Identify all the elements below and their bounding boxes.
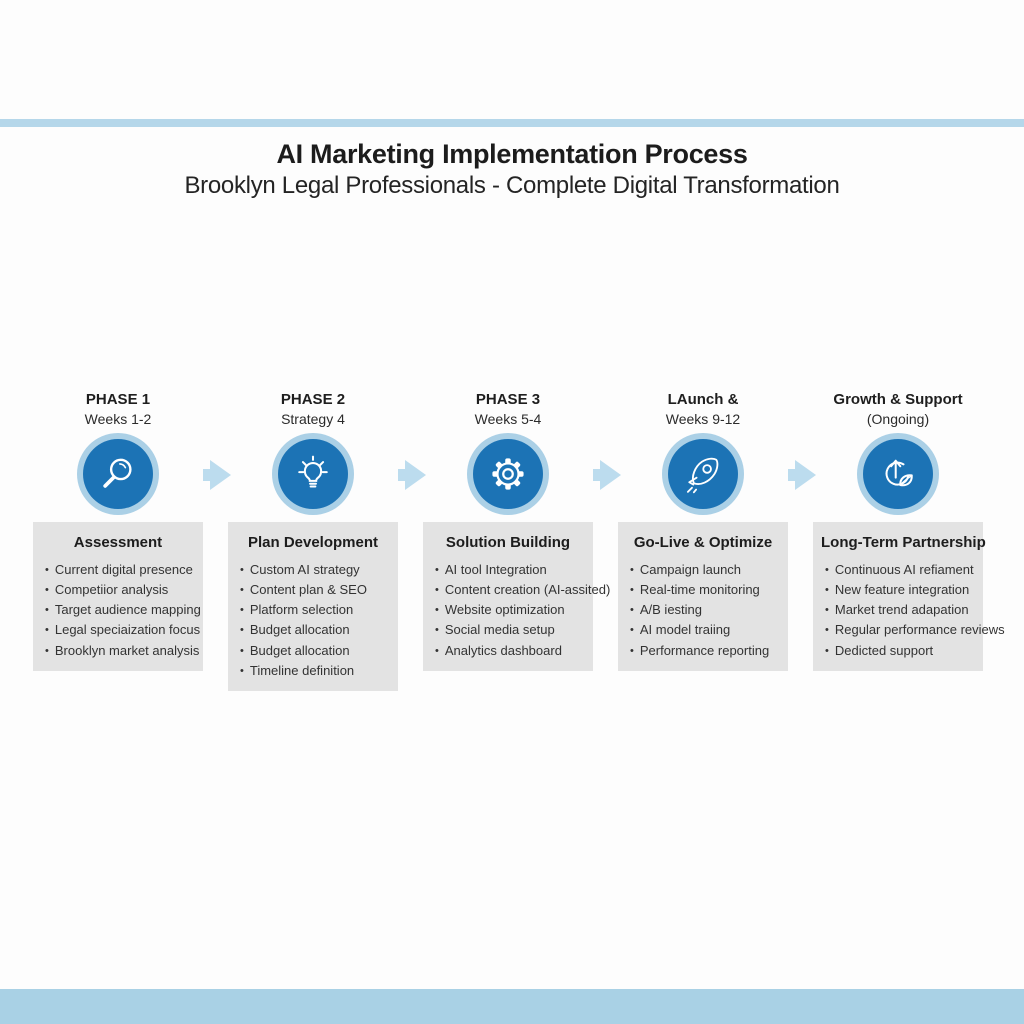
phase-3-weeks: Weeks 5-4 — [474, 411, 542, 428]
phase-2-box: Plan Development Custom AI strategyConte… — [228, 522, 398, 691]
bullet-item: Target audience mapping — [45, 600, 201, 620]
bullet-item: Competiior analysis — [45, 580, 195, 600]
phase-1-header: PHASE 1 Weeks 1-2 — [85, 390, 152, 433]
bullet-item: Legal speciaization focus — [45, 620, 200, 640]
bullet-item: Website optimization — [435, 600, 585, 620]
phase-4-box: Go-Live & Optimize Campaign launchReal-t… — [618, 522, 788, 671]
phase-5-icon-wrap — [816, 433, 980, 515]
bullet-item: Regular performance reviews — [825, 620, 1005, 640]
phase-5-header: Growth & Support (Ongoing) — [833, 390, 962, 433]
page-title: AI Marketing Implementation Process — [276, 139, 748, 169]
phase-4-bullet-list: Campaign launchReal-time monitoringA/B i… — [626, 560, 780, 661]
phase-4-icon-wrap — [621, 433, 785, 515]
phase-column-4: LAunch & Weeks 9-12 Go-Live & Optimize C… — [618, 390, 788, 671]
phase-1-bullet-list: Current digital presenceCompetiior analy… — [41, 560, 201, 661]
flow-arrow-shaft — [398, 469, 407, 481]
phase-column-3: PHASE 3 Weeks 5-4 — [423, 390, 610, 671]
bullet-item: Market trend adapation — [825, 600, 975, 620]
bullet-item: AI tool Integration — [435, 560, 585, 580]
flow-arrow-head — [405, 460, 426, 490]
phase-4-box-title: Go-Live & Optimize — [633, 534, 773, 551]
bullet-item: Campaign launch — [630, 560, 780, 580]
phase-2-name: PHASE 2 — [280, 391, 346, 408]
phase-1-box: Assessment Current digital presenceCompe… — [33, 522, 203, 671]
flow-arrow-head — [210, 460, 231, 490]
phase-2-bullet-list: Custom AI strategyContent plan & SEOPlat… — [236, 560, 390, 681]
bullet-item: Platform selection — [240, 600, 390, 620]
bullet-item: Performance reporting — [630, 641, 780, 661]
phase-3-box-title: Solution Building — [445, 534, 571, 551]
flow-arrow-shaft — [593, 469, 602, 481]
bottom-accent-bar — [0, 989, 1024, 1024]
bullet-item: Continuous AI refiament — [825, 560, 975, 580]
lightbulb-icon — [278, 439, 348, 509]
phase-3-icon-wrap — [426, 433, 590, 515]
gear-icon — [473, 439, 543, 509]
phase-3-name: PHASE 3 — [475, 391, 541, 408]
phase-2-weeks: Strategy 4 — [281, 411, 345, 428]
phase-5-weeks: (Ongoing) — [866, 411, 930, 428]
phase-1-icon-wrap — [36, 433, 200, 515]
bullet-item: Timeline definition — [240, 661, 390, 681]
top-accent-bar — [0, 119, 1024, 127]
phase-5-bullet-list: Continuous AI refiamentNew feature integ… — [821, 560, 1005, 661]
flow-arrow-head — [600, 460, 621, 490]
process-timeline: PHASE 1 Weeks 1-2 Assessment Current dig… — [33, 390, 1005, 691]
phase-column-1: PHASE 1 Weeks 1-2 Assessment Current dig… — [33, 390, 203, 671]
flow-arrow-shaft — [788, 469, 797, 481]
bullet-item: Content creation (AI-assited) — [435, 580, 610, 600]
phase-column-5: Growth & Support (Ongoing) Long-Term Par… — [813, 390, 1005, 671]
bullet-item: Social media setup — [435, 620, 585, 640]
phase-5-box-title: Long-Term Partnership — [821, 534, 986, 551]
bullet-item: Budget allocation — [240, 620, 390, 640]
phase-1-name: PHASE 1 — [85, 391, 151, 408]
bullet-item: New feature integration — [825, 580, 975, 600]
magnifier-icon — [83, 439, 153, 509]
phase-5-box: Long-Term Partnership Continuous AI refi… — [813, 522, 1005, 671]
phase-2-box-title: Plan Development — [247, 534, 379, 551]
bullet-item: Analytics dashboard — [435, 641, 585, 661]
phase-1-box-title: Assessment — [73, 534, 163, 551]
phase-4-header: LAunch & Weeks 9-12 — [666, 390, 740, 433]
phase-5-name: Growth & Support — [833, 391, 963, 408]
rocket-icon — [668, 439, 738, 509]
bullet-item: Real-time monitoring — [630, 580, 780, 600]
phase-3-header: PHASE 3 Weeks 5-4 — [475, 390, 542, 433]
bullet-item: Content plan & SEO — [240, 580, 390, 600]
phase-3-bullet-list: AI tool IntegrationContent creation (AI-… — [431, 560, 610, 661]
phase-4-name: LAunch & — [667, 391, 739, 408]
bullet-item: A/B iesting — [630, 600, 780, 620]
phase-4-weeks: Weeks 9-12 — [665, 411, 741, 428]
bullet-item: Current digital presence — [45, 560, 195, 580]
flow-arrow-shaft — [203, 469, 212, 481]
flow-arrow-head — [795, 460, 816, 490]
growth-icon — [863, 439, 933, 509]
phase-3-box: Solution Building AI tool IntegrationCon… — [423, 522, 610, 671]
page-subtitle: Brooklyn Legal Professionals - Complete … — [184, 172, 840, 199]
bullet-item: Brooklyn market analysis — [45, 641, 200, 661]
phase-2-header: PHASE 2 Strategy 4 — [281, 390, 345, 433]
phase-column-2: PHASE 2 Strategy 4 — [228, 390, 398, 691]
bullet-item: AI model traiing — [630, 620, 780, 640]
flow-arrow-1 — [200, 460, 231, 490]
bullet-item: Budget allocation — [240, 641, 390, 661]
flow-arrow-2 — [395, 460, 426, 490]
phase-2-icon-wrap — [231, 433, 395, 515]
bullet-item: Custom AI strategy — [240, 560, 390, 580]
flow-arrow-3 — [590, 460, 621, 490]
flow-arrow-4 — [785, 460, 816, 490]
bullet-item: Dedicted support — [825, 641, 975, 661]
phase-1-weeks: Weeks 1-2 — [84, 411, 152, 428]
